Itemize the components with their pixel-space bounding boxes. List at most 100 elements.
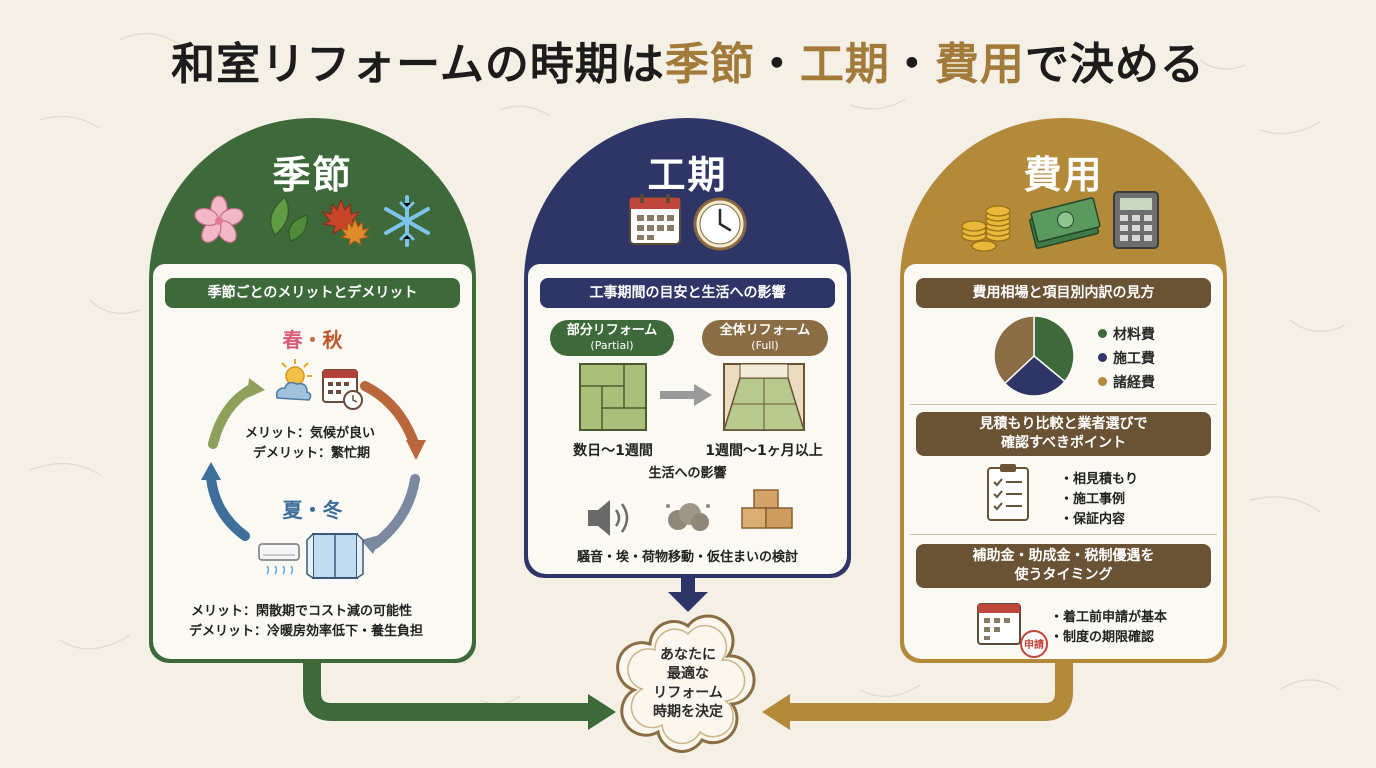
subsidy-heading: 補助金・助成金・税制優遇を使うタイミング <box>916 544 1211 588</box>
air-conditioner-icon <box>258 543 300 575</box>
partial-reform-label: 部分リフォーム <box>566 323 658 338</box>
schedule-panel: 工期 工事期間の目安と生活への影響 部分リフォーム(Partial) 全体リフォ… <box>524 118 851 578</box>
cost-panel: 費用 費用相場と項目別内訳の見方 <box>900 118 1227 663</box>
season-heading: 季節ごとのメリットとデメリット <box>165 278 460 308</box>
estimate-point-1: ・相見積もり <box>1060 472 1139 487</box>
life-impact-items: 騒音・埃・荷物移動・仮住まいの検討 <box>576 550 798 565</box>
cycle-arrowhead <box>361 534 383 554</box>
spring-autumn-label: 春・秋 <box>153 324 472 353</box>
result-line-3: リフォーム <box>653 685 723 701</box>
legend-dot-material <box>1098 329 1107 338</box>
full-reform-label: 全体リフォーム <box>719 323 811 338</box>
result-badge <box>616 614 756 753</box>
title-prefix: 和室リフォームの時期は <box>171 39 665 90</box>
application-stamp-text: 申請 <box>1024 640 1044 651</box>
cost-arrowhead <box>762 694 790 730</box>
cost-heading: 費用相場と項目別内訳の見方 <box>916 278 1211 308</box>
tatami-room-icon <box>722 363 806 431</box>
page-title: 和室リフォームの時期は季節・工期・費用で決める <box>0 28 1376 92</box>
season-icons <box>194 195 430 247</box>
schedule-arrowhead <box>668 592 708 612</box>
season-panel: 季節 季節ご <box>149 118 476 663</box>
summer-winter-demerit: デメリット：冷暖房効率低下・養生負担 <box>189 624 424 639</box>
schedule-panel-title: 工期 <box>647 152 728 197</box>
pie-slice-1 <box>1033 315 1075 383</box>
schedule-icons <box>629 194 747 251</box>
estimate-heading-line2: 確認すべきポイント <box>1000 435 1127 451</box>
spring-label: 春 <box>282 328 303 352</box>
pie-slice-2 <box>1003 355 1066 397</box>
cycle-arrowhead <box>406 440 426 460</box>
legend-item-overhead: 諸経費 <box>1098 372 1155 392</box>
coins-icon <box>961 205 1011 252</box>
sun-cloud-icon <box>275 359 312 401</box>
legend-dot-overhead <box>1098 377 1107 386</box>
section-divider <box>910 534 1217 535</box>
full-reform-tag: 全体リフォーム(Full) <box>702 320 828 356</box>
subsidy-point-1: ・着工前申請が基本 <box>1050 610 1168 625</box>
legend-label-material: 材料費 <box>1113 327 1155 343</box>
legend-label-overhead: 諸経費 <box>1113 375 1155 391</box>
clock-icon <box>693 197 747 251</box>
section-divider <box>910 404 1217 405</box>
dust-icon <box>666 503 710 531</box>
subsidy-heading-line2: 使うタイミング <box>1014 567 1113 583</box>
partial-reform-tag: 部分リフォーム(Partial) <box>550 320 674 356</box>
season-cycle-graphic <box>201 359 426 579</box>
cost-panel-body: 費用相場と項目別内訳の見方 材料費 施工費 諸経費 見積もり比較と業者選びで確認… <box>904 264 1223 659</box>
estimate-point-2: ・施工事例 <box>1060 492 1126 507</box>
application-calendar-icon <box>977 603 1021 645</box>
title-separator-1: ・ <box>754 39 800 90</box>
title-separator-2: ・ <box>889 39 935 90</box>
title-keyword-schedule: 工期 <box>799 39 890 90</box>
result-line-4: 時期を決定 <box>653 704 723 720</box>
full-reform-duration: 1週間〜1ヶ月以上 <box>705 443 823 459</box>
tatami-partial-icon <box>579 363 647 431</box>
cost-panel-title: 費用 <box>1023 152 1104 197</box>
season-panel-body: 季節ごとのメリットとデメリット 春・秋 <box>153 264 472 659</box>
schedule-heading: 工事期間の目安と生活への影響 <box>540 278 835 308</box>
partial-reform-sub: (Partial) <box>590 339 634 352</box>
title-keyword-cost: 費用 <box>934 39 1025 90</box>
spring-autumn-merit: メリット：気候が良い <box>245 426 376 441</box>
result-line-1: あなたに <box>660 647 716 663</box>
checklist-icon <box>987 464 1029 521</box>
window-icon <box>306 533 364 579</box>
schedule-to-result-arrow <box>681 577 695 593</box>
season-to-result-arrow <box>303 662 590 721</box>
reform-scope-graphic <box>579 363 806 536</box>
banknotes-icon <box>1029 197 1101 250</box>
cycle-arrowhead <box>201 462 221 480</box>
snowflake-icon <box>384 195 430 247</box>
result-text: あなたに 最適な リフォーム 時期を決定 <box>618 646 758 722</box>
summer-winter-merit: メリット：閑散期でコスト減の可能性 <box>191 604 413 619</box>
life-impact-heading: 生活への影響 <box>648 466 727 481</box>
subsidy-point-2: ・制度の期限確認 <box>1050 630 1155 645</box>
full-reform-sub: (Full) <box>751 339 779 352</box>
estimate-point-3: ・保証内容 <box>1060 512 1126 527</box>
cycle-arrowhead <box>247 378 265 398</box>
calculator-icon <box>1113 191 1159 249</box>
legend-item-material: 材料費 <box>1098 324 1155 344</box>
schedule-panel-body: 工事期間の目安と生活への影響 部分リフォーム(Partial) 全体リフォーム(… <box>528 264 847 574</box>
cost-to-result-arrow <box>788 662 1073 721</box>
sakura-icon <box>194 195 244 243</box>
partial-reform-duration: 数日〜1週間 <box>573 443 653 459</box>
cost-icons <box>961 191 1159 252</box>
legend-label-construction: 施工費 <box>1113 351 1155 367</box>
subsidy-heading-line1: 補助金・助成金・税制優遇を <box>972 548 1155 564</box>
progress-arrow-icon <box>660 384 712 406</box>
boxes-icon <box>741 489 793 529</box>
cost-pie-chart <box>993 315 1075 397</box>
pie-slice-3 <box>993 315 1035 385</box>
calendar-icon <box>629 194 681 245</box>
legend-dot-construction <box>1098 353 1107 362</box>
title-suffix: で決める <box>1024 39 1205 90</box>
summer-winter-label: 夏・冬 <box>282 498 343 522</box>
application-stamp <box>1020 630 1048 658</box>
maple-leaf-icon <box>321 198 371 247</box>
season-panel-title: 季節 <box>272 152 353 197</box>
estimate-heading: 見積もり比較と業者選びで確認すべきポイント <box>916 412 1211 456</box>
